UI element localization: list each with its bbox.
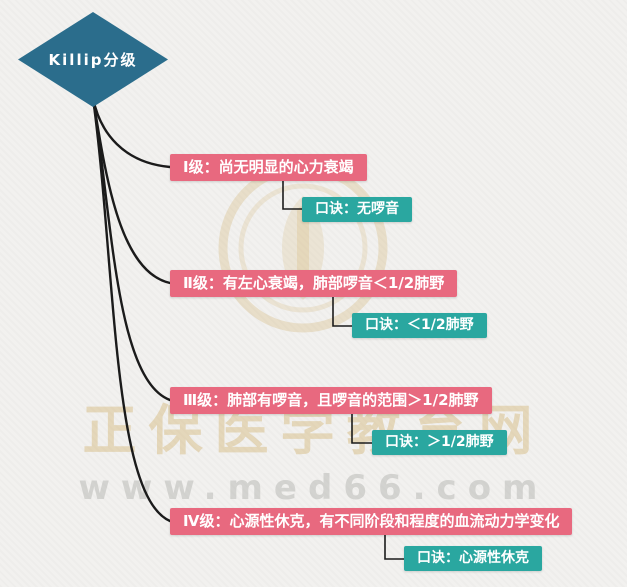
root-node-killip[interactable]: Killip分级 [18,12,168,107]
child-node-level1-mnemonic[interactable]: 口诀：无啰音 [302,197,412,222]
root-branch-curves [91,96,172,523]
branch-node-level1[interactable]: Ⅰ级：尚无明显的心力衰竭 [170,154,367,181]
watermark-logo [218,163,388,333]
child-node-level3-mnemonic[interactable]: 口诀：＞1/2肺野 [372,430,507,455]
root-node-label: Killip分级 [48,51,138,69]
child-node-level4-mnemonic[interactable]: 口诀：心源性休克 [404,546,542,571]
child-node-level2-mnemonic[interactable]: 口诀：＜1/2肺野 [352,313,487,338]
branch-node-level4[interactable]: Ⅳ级：心源性休克，有不同阶段和程度的血流动力学变化 [170,508,573,535]
watermark-url-text: www.med66.com [78,468,549,508]
branch-node-level2[interactable]: Ⅱ级：有左心衰竭，肺部啰音＜1/2肺野 [170,270,458,297]
branch-node-level3[interactable]: Ⅲ级：肺部有啰音，且啰音的范围＞1/2肺野 [170,387,492,414]
branch-child-elbows [282,181,404,560]
